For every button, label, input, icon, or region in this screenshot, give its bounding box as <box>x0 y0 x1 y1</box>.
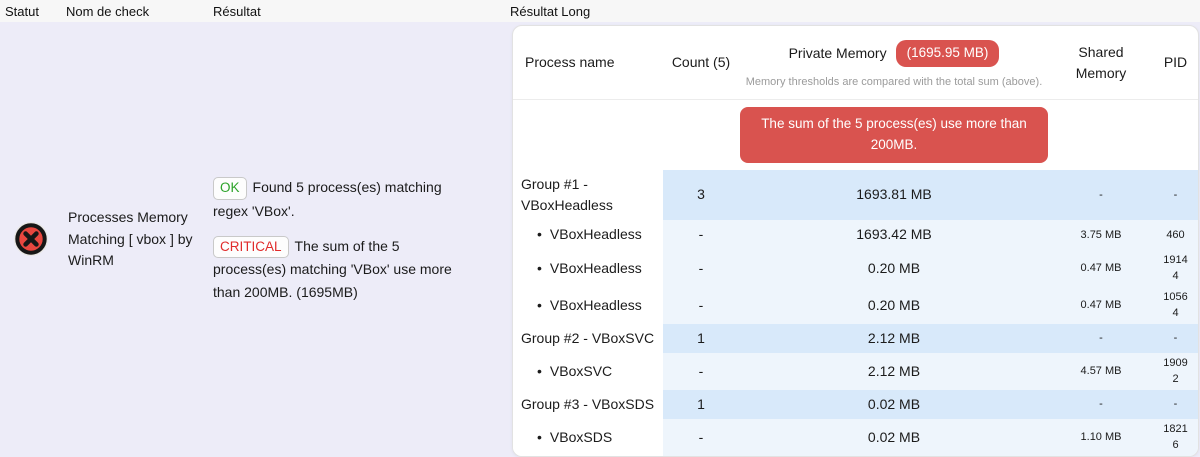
pid-cell: 10564 <box>1153 286 1198 324</box>
process-name: VBoxSVC <box>549 362 613 379</box>
column-header-count: Count (5) <box>671 54 731 70</box>
shared-memory-cell: 4.57 MB <box>1049 352 1153 390</box>
process-name: VBoxSDS <box>549 428 613 445</box>
column-header-statut: Statut <box>5 3 39 19</box>
process-name-cell: • VBoxSDS <box>513 418 663 456</box>
check-result-row: Processes Memory Matching [ vbox ] by Wi… <box>0 22 1200 457</box>
private-memory-cell: 2.12 MB <box>739 352 1049 390</box>
process-name: Group #1 - VBoxHeadless <box>521 175 613 213</box>
process-name-cell: Group #2 - VBoxSVC <box>513 323 663 353</box>
ok-badge: OK <box>213 177 247 200</box>
private-memory-cell: 1693.42 MB <box>739 219 1049 250</box>
critical-status-icon <box>14 222 48 257</box>
bullet-icon: • <box>537 226 542 243</box>
shared-memory-cell: - <box>1049 389 1153 419</box>
column-header-resultat-long: Résultat Long <box>510 3 591 19</box>
pid-cell: - <box>1153 323 1198 353</box>
bullet-icon: • <box>537 362 542 379</box>
column-header-pid: PID <box>1163 54 1188 70</box>
process-name: Group #2 - VBoxSVC <box>521 329 655 346</box>
pid-cell: 18216 <box>1153 418 1198 456</box>
long-result-card: Process name Count (5) Private Memory (1… <box>512 25 1199 457</box>
column-header-resultat: Résultat <box>213 3 261 19</box>
bullet-icon: • <box>537 428 542 445</box>
count-cell: - <box>663 286 739 324</box>
private-memory-total-badge: (1695.95 MB) <box>895 40 1000 68</box>
count-cell: 1 <box>663 323 739 353</box>
process-name: VBoxHeadless <box>549 259 642 276</box>
private-memory-cell: 2.12 MB <box>739 323 1049 353</box>
critical-result-text: The sum of the 5 process(es) matching 'V… <box>213 237 452 300</box>
private-memory-cell: 0.02 MB <box>739 389 1049 419</box>
critical-badge: CRITICAL <box>213 235 289 259</box>
private-memory-cell: 1693.81 MB <box>739 169 1049 220</box>
long-result-cell: Process name Count (5) Private Memory (1… <box>504 22 1200 457</box>
status-cell <box>0 22 62 457</box>
shared-memory-cell: - <box>1049 169 1153 220</box>
column-header-shared-memory: Shared Memory <box>1075 43 1127 81</box>
pid-cell: - <box>1153 389 1198 419</box>
check-name-cell: Processes Memory Matching [ vbox ] by Wi… <box>62 22 209 457</box>
count-cell: 1 <box>663 389 739 419</box>
shared-memory-cell: 0.47 MB <box>1049 286 1153 324</box>
process-table-header: Process name Count (5) Private Memory (1… <box>513 26 1198 100</box>
pid-cell: 460 <box>1153 219 1198 250</box>
column-header-process-name: Process name <box>525 54 615 70</box>
results-header-bar: Statut Nom de check Résultat Résultat Lo… <box>0 0 1200 22</box>
pid-cell: - <box>1153 169 1198 220</box>
count-cell: - <box>663 352 739 390</box>
count-cell: - <box>663 418 739 456</box>
check-name: Processes Memory Matching [ vbox ] by Wi… <box>68 208 193 269</box>
process-name: VBoxHeadless <box>549 226 642 243</box>
alert-banner-row: The sum of the 5 process(es) use more th… <box>513 100 1198 170</box>
threshold-note: Memory thresholds are compared with the … <box>745 76 1043 89</box>
count-cell: - <box>663 249 739 287</box>
process-name-cell: Group #3 - VBoxSDS <box>513 389 663 419</box>
count-cell: - <box>663 219 739 250</box>
shared-memory-cell: 1.10 MB <box>1049 418 1153 456</box>
count-cell: 3 <box>663 169 739 220</box>
process-name-cell: • VBoxHeadless <box>513 286 663 324</box>
pid-cell: 19144 <box>1153 249 1198 287</box>
threshold-alert-banner: The sum of the 5 process(es) use more th… <box>740 107 1048 163</box>
process-name: Group #3 - VBoxSDS <box>521 395 655 412</box>
process-name-cell: • VBoxSVC <box>513 352 663 390</box>
process-name-cell: • VBoxHeadless <box>513 249 663 287</box>
pid-cell: 19092 <box>1153 352 1198 390</box>
private-memory-cell: 0.20 MB <box>739 286 1049 324</box>
private-memory-label: Private Memory <box>788 45 887 62</box>
shared-memory-cell: 3.75 MB <box>1049 219 1153 250</box>
shared-memory-cell: 0.47 MB <box>1049 249 1153 287</box>
process-name-cell: • VBoxHeadless <box>513 219 663 250</box>
column-header-private-memory: Private Memory (1695.95 MB) Memory thres… <box>739 26 1049 99</box>
process-name: VBoxHeadless <box>549 296 642 313</box>
process-name-cell: Group #1 - VBoxHeadless <box>513 169 663 220</box>
shared-memory-cell: - <box>1049 323 1153 353</box>
private-memory-cell: 0.20 MB <box>739 249 1049 287</box>
private-memory-cell: 0.02 MB <box>739 418 1049 456</box>
bullet-icon: • <box>537 296 542 313</box>
ok-result-text: Found 5 process(es) matching regex 'VBox… <box>213 179 442 219</box>
column-header-nom-de-check: Nom de check <box>66 3 150 19</box>
bullet-icon: • <box>537 259 542 276</box>
